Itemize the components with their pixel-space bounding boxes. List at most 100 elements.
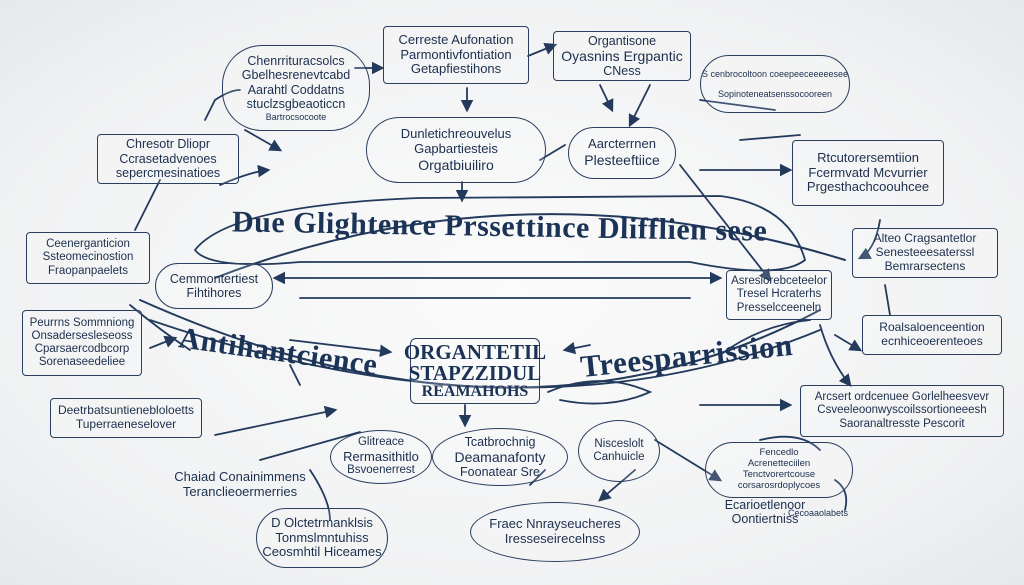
node-bottom-center-line-1: Fraec Nnrayseucheres	[489, 516, 621, 532]
node-bottom-left-plain: Chaiad Conainimmens Teranclieoermerries	[160, 466, 320, 504]
node-inner-right-line-3: Presselcceeneln	[736, 301, 822, 314]
node-right-small-text-line-1: Fencedlo	[759, 447, 799, 459]
node-bottom-center-left-line-2: Tonmslmntuhiss	[275, 529, 369, 545]
node-left-upper-line-1: Chresotr Dliopr	[125, 137, 211, 152]
node-bottom-right-plain: Ecarioetlenoor Oontiertniss Cecoaaolabet…	[680, 494, 850, 530]
node-right-mid: Alteo Cragsantetlor Senesteeesaterssl Be…	[852, 228, 998, 278]
node-center-mid-small-line-1: Tcatbrochnig	[464, 434, 536, 449]
node-right-bottom-box: Arcsert ordcenuee Gorlelheesvevr Csveele…	[800, 385, 1004, 437]
upper-arc	[214, 213, 846, 279]
node-center-left-small-line-1: Glitreace	[357, 436, 405, 449]
node-center-right-small-line-1: Nisceslolt	[594, 437, 644, 450]
node-left-upper-line-3: sepercmesinatioes	[115, 166, 221, 181]
node-far-right-top-line-1: S cenbrocoltoon coeepeeceeeeesee	[701, 68, 849, 79]
node-top-center-line-2: Parmontivfontiation	[400, 46, 512, 62]
node-right-small-text-line-3: Tenctvorertcouse	[742, 469, 816, 480]
node-upper-right-center: Aarcterrnen Plesteeftiice	[568, 127, 676, 179]
node-left-upper: Chresotr Dliopr Ccrasetadvenoes sepercme…	[97, 134, 239, 184]
node-top-left-line-1: Chenrrituracsolcs	[247, 54, 345, 69]
node-top-right-line-1: Organtisone	[587, 33, 657, 48]
node-right-small-text-line-4: corsarosrdoplycoes	[737, 479, 821, 491]
node-bottom-right-plain-line-2: Oontiertniss	[731, 512, 799, 526]
node-top-left-line-4: stuclzsgbeaoticcn	[246, 97, 346, 112]
node-far-right-top: S cenbrocoltoon coeepeeceeeeesee Sopinot…	[700, 55, 850, 113]
node-top-left-line-2: Gbelhesrenevtcabd	[241, 68, 351, 83]
node-top-center-line-3: Getapfiestihons	[410, 61, 502, 77]
node-right-lower: Roalsaloenceention ecnhiceoerenteoes	[862, 315, 1002, 355]
node-center-right-small-line-2: Canhuicle	[593, 451, 645, 463]
node-bottom-center-left-line-1: D Olctetrmanklsis	[271, 514, 373, 530]
node-right-lower-line-1: Roalsaloenceention	[879, 320, 985, 335]
node-left-lower-line-4: Sorenaseedeliee	[38, 356, 126, 369]
node-bottom-left-plain-line-2: Teranclieoermerries	[182, 484, 298, 499]
node-upper-center-line-2: Gapbartiesteis	[414, 140, 498, 156]
center-box: ORGANTETIL STAPZZIDUL REAMAHOHS	[404, 338, 546, 404]
node-right-mid-line-1: Alteo Cragsantetlor	[873, 231, 977, 246]
node-right-mid-line-2: Senesteeesaterssl	[875, 245, 975, 260]
node-left-bottom-box: Deetrbatsuntienebloloetts Tuperraeneselo…	[50, 398, 202, 438]
node-upper-right-center-line-2: Plesteeftiice	[584, 152, 660, 169]
node-right-bottom-box-line-1: Arcsert ordcenuee Gorlelheesvevr	[814, 391, 990, 404]
node-bottom-center-line-2: Iresseseirecelnss	[504, 531, 606, 546]
node-center-mid-small-line-2: Deamanafonty	[454, 448, 546, 465]
node-left-bottom-box-line-2: Tuperraeneselover	[75, 417, 177, 431]
node-left-upper-line-2: Ccrasetadvenoes	[119, 151, 217, 166]
node-left-mid-line-1: Ceenerganticion	[46, 238, 130, 251]
node-center-left-small-line-3: Bsvoenerrest	[347, 464, 415, 477]
node-left-lower-line-2: Onsadersesleseoss	[31, 329, 133, 342]
node-right-mid-line-3: Bemrarsectens	[884, 258, 966, 273]
node-top-center-line-1: Cerreste Aufonation	[398, 31, 514, 47]
node-right-mid-top: Rtcutorersemtiion Fcermvatd Mcvurrier Pr…	[792, 140, 944, 206]
node-top-left-line-5: Bartrocsocoote	[265, 111, 327, 122]
node-top-right-line-2: Oyasnins Ergpantic	[561, 47, 683, 64]
node-right-bottom-box-line-3: Saoranaltresste Pescorit	[839, 417, 965, 430]
node-left-mid-line-3: Fraopanpaelets	[48, 264, 128, 277]
node-right-mid-top-line-2: Fcermvatd Mcvurrier	[808, 164, 928, 180]
node-bottom-center-left: D Olctetrmanklsis Tonmslmntuhiss Ceosmht…	[256, 508, 388, 568]
node-top-left: Chenrrituracsolcs Gbelhesrenevtcabd Aara…	[222, 45, 370, 131]
node-center-left-small-line-2: Rermasithitlo	[343, 448, 419, 464]
node-far-right-top-line-2: Sopinoteneatsenssocooreen	[717, 89, 833, 99]
node-inner-right-line-1: Asresiorebceteelor	[731, 275, 827, 288]
node-left-mid: Ceenerganticion Ssteomecinostion Fraopan…	[26, 232, 150, 284]
node-upper-center-line-3: Orgatbiuiliro	[418, 156, 494, 173]
node-left-bottom-box-line-1: Deetrbatsuntienebloloetts	[57, 403, 195, 418]
center-line-2: STAPZZIDUL	[408, 361, 542, 385]
node-inner-right: Asresiorebceteelor Tresel Hcraterhs Pres…	[726, 270, 832, 320]
node-bottom-center-left-line-3: Ceosmhtil Hiceames	[262, 544, 382, 560]
node-center-mid-small: Tcatbrochnig Deamanafonty Foonatear Sre	[432, 428, 568, 486]
node-upper-right-center-line-1: Aarcterrnen	[588, 136, 656, 152]
node-bottom-left-plain-line-1: Chaiad Conainimmens	[174, 469, 306, 485]
lower-arc-2	[149, 319, 821, 389]
node-center-right-small: Nisceslolt Canhuicle	[578, 420, 660, 482]
node-right-lower-line-2: ecnhiceoerenteoes	[881, 334, 983, 348]
node-top-right-line-3: CNess	[603, 64, 641, 79]
node-upper-center-line-1: Dunletichreouvelus	[400, 126, 512, 142]
node-top-center: Cerreste Aufonation Parmontivfontiation …	[383, 26, 529, 84]
node-center-left-small: Glitreace Rermasithitlo Bsvoenerrest	[330, 430, 432, 484]
node-bottom-center: Fraec Nnrayseucheres Iresseseirecelnss	[470, 502, 640, 562]
node-right-small-text: Fencedlo Acrenetteciilen Tenctvorertcous…	[705, 442, 853, 498]
node-bottom-right-plain-line-3: Cecoaaolabets	[788, 508, 849, 518]
node-right-small-text-line-2: Acrenetteciilen	[747, 458, 811, 470]
node-left-lower: Peurrns Sommniong Onsadersesleseoss Cpar…	[22, 310, 142, 376]
node-top-right: Organtisone Oyasnins Ergpantic CNess	[553, 31, 691, 81]
center-line-1: ORGANTETIL	[403, 340, 547, 364]
node-right-mid-top-line-1: Rtcutorersemtiion	[817, 149, 919, 165]
node-left-lower-line-3: Cparsaercodbcorp	[34, 343, 130, 355]
node-top-left-line-3: Aarahtl Coddatns	[247, 82, 345, 97]
node-inner-right-line-2: Tresel Hcraterhs	[736, 288, 822, 301]
node-left-mid-line-2: Ssteomecinostion	[42, 251, 134, 264]
node-right-mid-top-line-3: Prgesthachcoouhcee	[806, 179, 930, 195]
center-line-3: REAMAHOHS	[421, 383, 529, 400]
node-right-bottom-box-line-2: Csveeleoonwyscoilssortioneeesh	[817, 404, 987, 417]
node-inner-left: Cemmontertiest Fihtihores	[155, 263, 273, 309]
node-inner-left-line-2: Fihtihores	[186, 286, 242, 300]
node-left-lower-line-1: Peurrns Sommniong	[29, 316, 135, 329]
node-center-mid-small-line-3: Foonatear Sre	[460, 465, 540, 480]
top-banner-frame	[193, 195, 807, 272]
node-upper-center: Dunletichreouvelus Gapbartiesteis Orgatb…	[366, 117, 546, 183]
node-bottom-right-plain-line-1: Ecarioetlenoor	[724, 497, 806, 512]
node-inner-left-line-1: Cemmontertiest	[169, 271, 259, 286]
